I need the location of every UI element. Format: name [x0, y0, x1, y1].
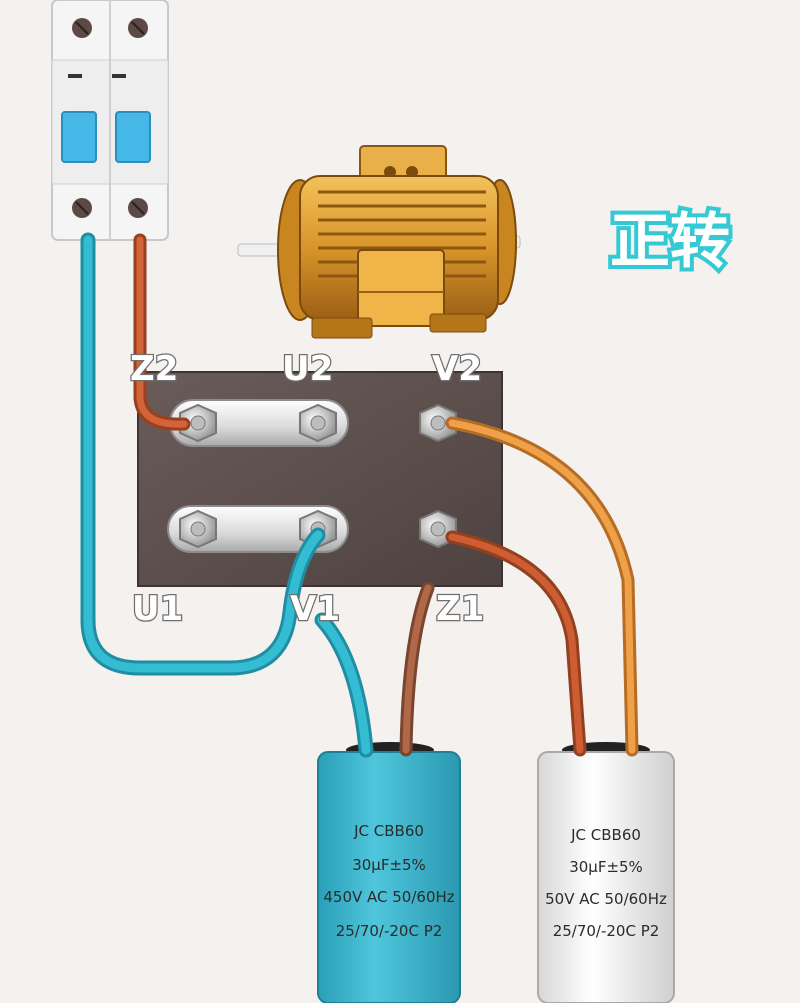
capacitor-white-line-1: JC CBB60: [570, 826, 641, 844]
capacitor-blue: JC CBB60 30μF±5% 450V AC 50/60Hz 25/70/-…: [317, 742, 461, 1003]
capacitor-white-line-4: 25/70/-20C P2: [553, 922, 660, 940]
motor-icon: [237, 145, 521, 339]
capacitor-blue-line-2: 30μF±5%: [352, 856, 426, 874]
capacitor-white: JC CBB60 30μF±5% 50V AC 50/60Hz 25/70/-2…: [537, 742, 675, 1003]
label-u1: U1: [132, 589, 183, 629]
terminal-z2-nut: [179, 403, 217, 443]
label-z2: Z2: [130, 349, 178, 389]
circuit-breaker-icon: [51, 0, 169, 241]
label-v2: V2: [432, 349, 482, 389]
direction-title: 正转: [610, 207, 730, 277]
terminal-board-icon: [137, 371, 503, 587]
label-u2: U2: [282, 349, 333, 389]
capacitor-blue-line-4: 25/70/-20C P2: [336, 922, 443, 940]
capacitor-blue-line-1: JC CBB60: [353, 822, 424, 840]
capacitor-white-line-2: 30μF±5%: [569, 858, 643, 876]
terminal-v2-nut: [419, 403, 457, 443]
label-v1: V1: [290, 589, 340, 629]
terminal-u1-nut: [179, 509, 217, 549]
capacitor-blue-line-3: 450V AC 50/60Hz: [323, 888, 454, 906]
capacitor-white-line-3: 50V AC 50/60Hz: [545, 890, 667, 908]
label-z1: Z1: [436, 589, 484, 629]
terminal-u2-nut: [299, 403, 337, 443]
